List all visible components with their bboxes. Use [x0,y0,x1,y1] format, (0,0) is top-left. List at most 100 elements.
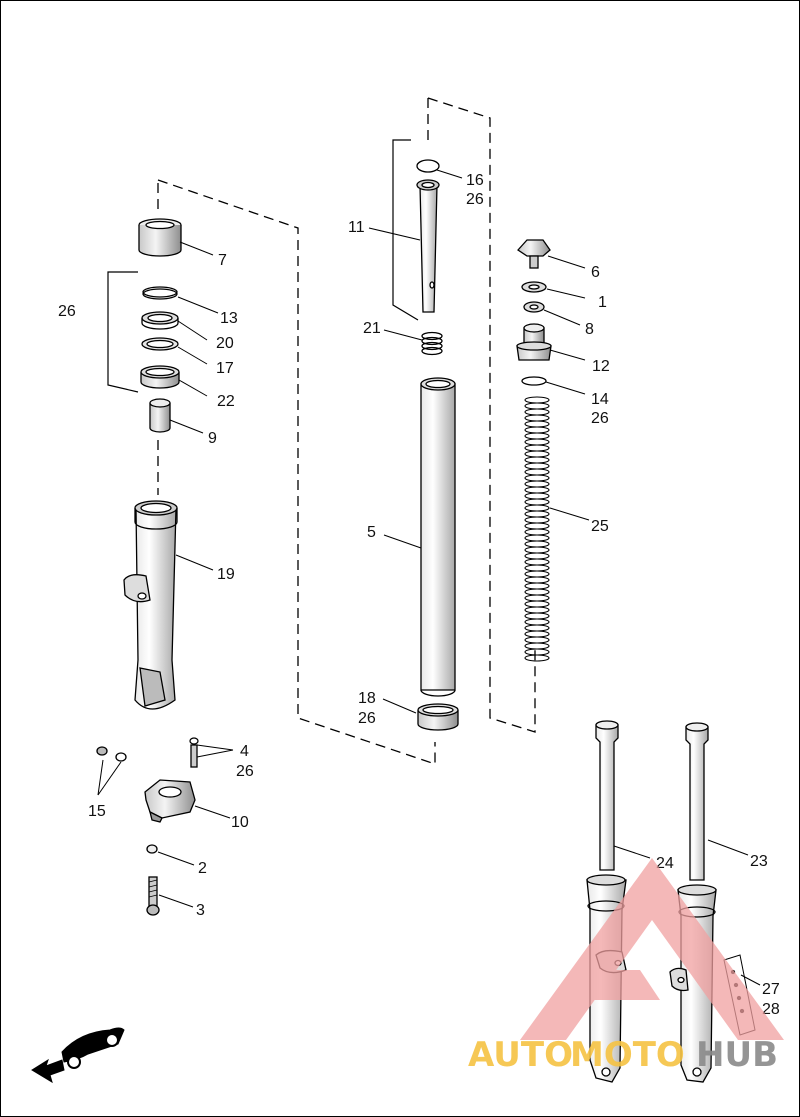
callout-6: 6 [591,264,600,281]
part-11-damper-rod [416,179,440,313]
callout-20: 20 [216,335,234,352]
part-12-fork-cap [516,323,552,361]
callout-28: 28 [762,1001,780,1018]
spring-coil [524,630,550,638]
part-17-washer [141,337,179,351]
spring-coil [524,402,550,410]
spring-coil [524,594,550,602]
part-7-cap [138,218,182,257]
spring-coil [524,396,550,404]
damper-tube-assembly [416,159,459,731]
part-2-washer [146,844,158,854]
watermark-moto: MOTO [570,1035,685,1075]
spring-coil [524,462,550,470]
callout-2: 2 [198,860,207,877]
spring-coil [524,480,550,488]
callout-5: 5 [367,524,376,541]
motorcycle-arrow-icon [31,1027,125,1084]
part-24-fork-leg [586,720,627,1083]
spring-coil [524,648,550,656]
spring-coil [524,492,550,500]
group-brackets [107,139,419,393]
spring-coil [524,558,550,566]
part-21-rebound-spring [421,331,443,356]
part-16-ring [416,159,440,173]
spring-coil [524,474,550,482]
part-9-plug [149,398,171,433]
part-15-nut [96,746,127,762]
spring-coil [524,450,550,458]
part-1-washer [521,281,547,293]
spring-coil [524,564,550,572]
callout-15: 15 [88,803,106,820]
callout-27: 27 [762,981,780,998]
part-10-clamp [144,779,196,823]
part-6-bolt [517,239,551,269]
leader-lines [97,169,761,986]
spring-assembly [516,239,552,662]
spring-coil [524,576,550,584]
spring-coil [524,582,550,590]
callout-24: 24 [656,855,674,872]
callout-26-right: 26 [591,410,609,427]
callout-1: 1 [598,294,607,311]
automotohub-watermark: AUTO MOTO HUB [468,858,784,1075]
part-14-o-ring [521,376,547,386]
part-19-slider [123,500,178,710]
callout-22: 22 [217,393,235,410]
spring-coil [524,444,550,452]
callout-26-bushing: 26 [358,710,376,727]
spring-coil [524,552,550,560]
spring-coil [524,468,550,476]
spring-coil [524,486,550,494]
callout-9: 9 [208,430,217,447]
callout-26-left: 26 [58,303,76,320]
spring-coil [524,522,550,530]
callout-10: 10 [231,814,249,831]
spring-coil [524,570,550,578]
spring-coil [524,534,550,542]
part-5-fork-tube [420,377,456,697]
spring-coil [524,600,550,608]
spring-coil [524,426,550,434]
callout-26-top: 26 [466,191,484,208]
callout-18: 18 [358,690,376,707]
callout-19: 19 [217,566,235,583]
spring-coil [524,504,550,512]
callout-7: 7 [218,252,227,269]
callout-11: 11 [348,219,365,236]
callout-8: 8 [585,321,594,338]
callout-labels: 1 2 3 4 5 6 7 8 9 10 11 12 13 14 15 16 1… [58,172,780,1018]
spring-coil [524,498,550,506]
callout-12: 12 [592,358,610,375]
spring-coil [524,546,550,554]
part-25-fork-spring [524,396,550,662]
part-8-washer [523,301,545,313]
spring-coil [524,636,550,644]
part-18-bushing [417,703,459,731]
callout-25: 25 [591,518,609,535]
part-13-ring [142,286,178,300]
spring-coil [524,414,550,422]
part-4-screw [189,737,199,768]
spring-coil [524,642,550,650]
callout-17: 17 [216,360,234,377]
callout-26-screw: 26 [236,763,254,780]
spring-coil [524,654,550,662]
part-3-bolt [146,876,160,916]
spring-coil [524,540,550,548]
spring-coil [524,612,550,620]
callout-16: 16 [466,172,484,189]
spring-coil [524,432,550,440]
spring-coil [524,528,550,536]
watermark-triangle-icon [520,858,784,1040]
part-20-seal [141,311,179,330]
spring-coil [524,618,550,626]
fork-slider-assembly [96,218,199,916]
spring-coil [524,438,550,446]
watermark-hub: HUB [696,1035,778,1075]
callout-21: 21 [363,320,381,337]
spring-coil [524,624,550,632]
callout-3: 3 [196,902,205,919]
